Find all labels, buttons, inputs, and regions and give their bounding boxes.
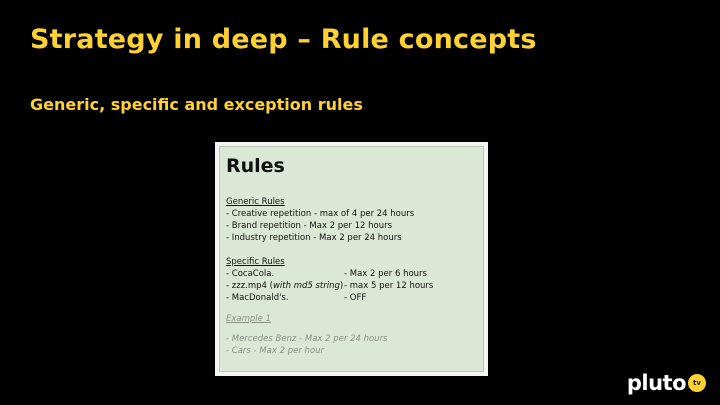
slide-title: Strategy in deep – Rule concepts xyxy=(30,24,537,55)
generic-rule-item: - Creative repetition - max of 4 per 24 … xyxy=(226,209,415,219)
generic-rules-heading: Generic Rules xyxy=(226,197,285,207)
example-heading: Example 1 xyxy=(226,314,271,324)
logo-badge-text: tv xyxy=(693,379,701,387)
pluto-tv-logo: pluto tv xyxy=(627,371,706,395)
specific-rule-item: - CocaCola. - Max 2 per 6 hours xyxy=(226,269,427,279)
specific-rule-item: - zzz.mp4 (with md5 string) - max 5 per … xyxy=(226,281,433,291)
example-item: - Mercedes Benz - Max 2 per 24 hours xyxy=(226,334,388,344)
generic-rule-item: - Brand repetition - Max 2 per 12 hours xyxy=(226,221,393,231)
example-item: - Cars - Max 2 per hour xyxy=(226,346,324,356)
specific-rule-name-prefix: - zzz.mp4 ( xyxy=(226,281,273,291)
logo-badge: tv xyxy=(688,374,706,392)
specific-rule-name: - zzz.mp4 (with md5 string) xyxy=(226,281,343,291)
specific-rule-name-suffix: ) xyxy=(339,281,344,291)
rules-card-body: Rules Generic Rules - Creative repetitio… xyxy=(219,146,484,372)
slide-subtitle: Generic, specific and exception rules xyxy=(30,95,363,114)
rules-card: Rules Generic Rules - Creative repetitio… xyxy=(215,142,488,376)
generic-rule-item: - Industry repetition - Max 2 per 24 hou… xyxy=(226,233,402,243)
specific-rule-value: - OFF xyxy=(344,293,367,303)
specific-rule-name: - CocaCola. xyxy=(226,269,275,279)
specific-rule-item: - MacDonald's. - OFF xyxy=(226,293,366,303)
logo-wordmark: pluto xyxy=(626,371,687,395)
specific-rules-heading: Specific Rules xyxy=(226,257,285,267)
specific-rule-value: - Max 2 per 6 hours xyxy=(344,269,427,279)
specific-rule-name: - MacDonald's. xyxy=(226,293,289,303)
specific-rule-value: - max 5 per 12 hours xyxy=(344,281,434,291)
rules-heading: Rules xyxy=(226,155,285,177)
specific-rule-name-italic: with md5 string xyxy=(272,281,340,291)
